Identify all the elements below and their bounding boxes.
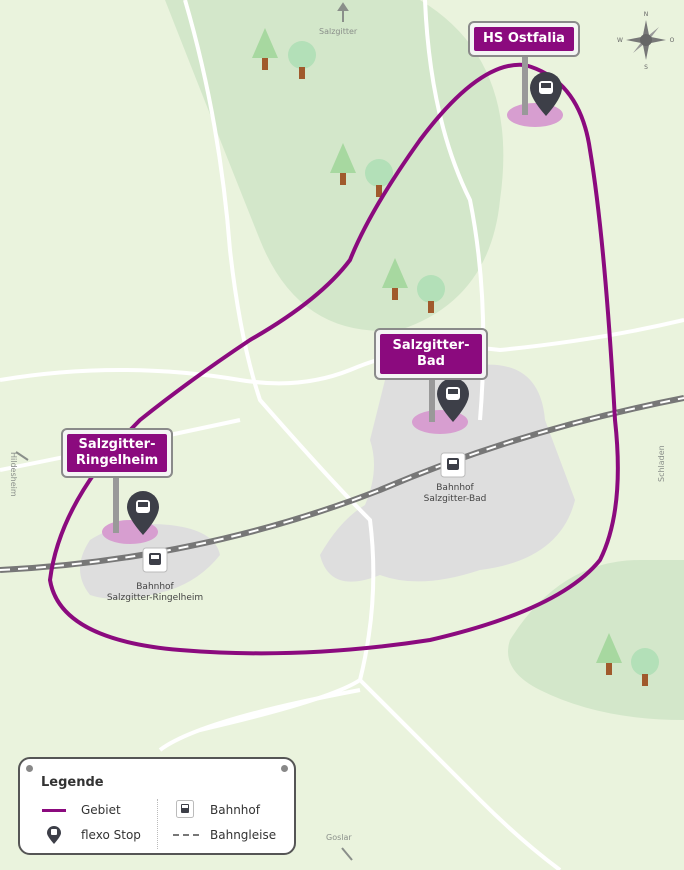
area-line-icon xyxy=(42,809,66,812)
legend-title: Legende xyxy=(41,775,104,790)
flexo-stop-pin-icon[interactable] xyxy=(530,72,562,116)
compass-w: W xyxy=(617,37,623,44)
service-area-boundary xyxy=(47,62,620,656)
direction-west-label: Hildesheim xyxy=(9,452,18,497)
stop-zone xyxy=(507,103,563,127)
direction-arrows xyxy=(15,2,353,861)
place-sign-salzgitter-ringelheim[interactable]: Salzgitter-Ringelheim xyxy=(61,428,173,478)
legend: Legende Gebiet flexo Stop Bahnhof Bahngl… xyxy=(18,757,296,855)
tree-icons xyxy=(252,28,659,686)
place-sign-hs-ostfalia[interactable]: HS Ostfalia xyxy=(468,21,580,57)
place-sign-salzgitter-bad[interactable]: Salzgitter-Bad xyxy=(374,328,488,380)
train-station-icon[interactable] xyxy=(440,452,466,478)
screw-icon xyxy=(281,765,288,772)
compass-rose-icon: N W O S xyxy=(617,11,675,71)
compass-n: N xyxy=(644,11,649,18)
compass-o: O xyxy=(670,37,675,44)
train-station-icon xyxy=(176,800,194,818)
legend-item-label: flexo Stop xyxy=(81,828,141,842)
sign-label: HS Ostfalia xyxy=(474,27,574,51)
direction-north-label: Salzgitter xyxy=(319,27,358,36)
direction-south-label: Goslar xyxy=(326,833,352,842)
screw-icon xyxy=(26,765,33,772)
compass-s: S xyxy=(644,64,648,71)
stop-pin-icon xyxy=(47,826,61,844)
legend-divider xyxy=(157,799,158,849)
legend-item-label: Bahngleise xyxy=(210,828,277,842)
railway-line-icon xyxy=(173,834,199,836)
train-station-icon[interactable] xyxy=(142,547,168,573)
flexo-stop-pin-icon[interactable] xyxy=(437,378,469,422)
sign-label: Salzgitter-Bad xyxy=(380,334,482,374)
flexo-stop-pin-icon[interactable] xyxy=(127,491,159,535)
forest-area xyxy=(508,560,684,720)
legend-item-label: Bahnhof xyxy=(210,803,260,817)
legend-item-label: Gebiet xyxy=(81,803,121,817)
sign-label: Salzgitter-Ringelheim xyxy=(67,434,167,472)
direction-east-label: Schladen xyxy=(657,445,666,482)
